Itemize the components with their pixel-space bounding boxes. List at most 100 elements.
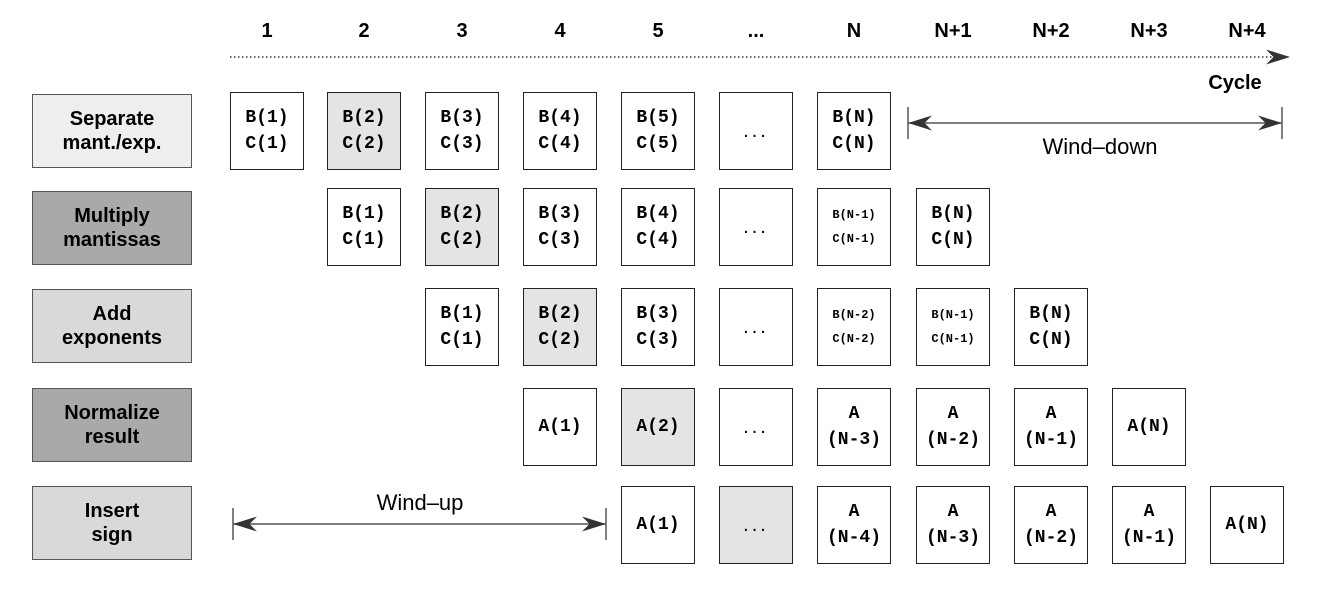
cell-text: C(4) (538, 134, 582, 154)
cell-text: A (848, 502, 860, 522)
cell-text: B(4) (636, 204, 680, 224)
cell-text: B(3) (538, 204, 582, 224)
pipeline-cell: B(1) C(1) (230, 92, 304, 170)
cell-text: C(N) (1029, 330, 1073, 350)
cell-text: A (947, 404, 959, 424)
cell-text: A(1) (636, 515, 680, 535)
cell-text: A(N) (1225, 515, 1269, 535)
pipeline-cell: B(3) C(3) (425, 92, 499, 170)
wind-down-label: Wind–down (1042, 134, 1158, 159)
cell-text: ... (743, 316, 769, 338)
pipeline-cell: B(N)C(N) (916, 188, 990, 266)
wind-up-label: Wind–up (376, 490, 464, 515)
cell-text: A(N) (1127, 417, 1171, 437)
pipeline-cell: B(5)C(5) (621, 92, 695, 170)
cell-text: C(1) (245, 134, 289, 154)
pipeline-cell: B(1)C(1) (327, 188, 401, 266)
stage-label-text: result (84, 426, 140, 448)
cycle-number: 4 (554, 20, 566, 42)
cell-text: (N-2) (925, 430, 980, 450)
cycle-number: ... (747, 20, 765, 42)
pipeline-cell: B(2) C(2) (327, 92, 401, 170)
cell-text: (N-3) (925, 528, 980, 548)
cell-text: C(2) (538, 330, 582, 350)
pipeline-cell: B(N)C(N) (1014, 288, 1088, 366)
cell-text: A (947, 502, 959, 522)
cell-text: B(1) (440, 304, 484, 324)
pipeline-cell: B(N)C(N) (817, 92, 891, 170)
pipeline-cell: A (N-1) (1112, 486, 1186, 564)
cell-text: B(N-1) (931, 308, 975, 322)
stage-label-text: Add (92, 303, 132, 325)
pipeline-cell: ... (719, 388, 793, 466)
cycle-axis-label: Cycle (1208, 72, 1262, 94)
pipeline-cell: B(4)C(4) (523, 92, 597, 170)
pipeline-cell: B(2) C(2) (425, 188, 499, 266)
cell-text: ... (743, 416, 769, 438)
pipeline-cell: B(N-1) C(N-1) (916, 288, 990, 366)
pipeline-cell: B(1) C(1) (425, 288, 499, 366)
cycle-number: 3 (456, 20, 468, 42)
cell-text: A (848, 404, 860, 424)
pipeline-cell: A(N) (1210, 486, 1284, 564)
cell-text: C(N-1) (931, 332, 975, 346)
cell-text: B(1) (245, 108, 289, 128)
cell-text: (N-1) (1023, 430, 1078, 450)
pipeline-cell: B(N-2)C(N-2) (817, 288, 891, 366)
cell-text: A (1045, 502, 1057, 522)
cell-text: (N-2) (1023, 528, 1078, 548)
cell-text: C(5) (636, 134, 680, 154)
cell-text: B(N) (832, 108, 876, 128)
cell-text: C(3) (636, 330, 680, 350)
stage-label-text: sign (91, 524, 133, 546)
cell-text: (N-4) (826, 528, 881, 548)
stage-label-text: Insert (84, 500, 140, 522)
cell-text: C(N) (931, 230, 975, 250)
cycle-number: 5 (652, 20, 664, 42)
pipeline-cell: A (N-3) (817, 388, 891, 466)
cycle-number: N+3 (1130, 20, 1168, 42)
cycle-number: N (846, 20, 862, 42)
cell-text: B(2) (440, 204, 484, 224)
pipeline-cell: A(N-1) (1014, 388, 1088, 466)
cell-text: A (1143, 502, 1155, 522)
cycle-number: N+1 (934, 20, 972, 42)
cell-text: A(2) (636, 417, 680, 437)
cell-text: C(N-2) (832, 332, 876, 346)
cell-text: B(1) (342, 204, 386, 224)
cell-text: C(2) (342, 134, 386, 154)
cell-text: B(2) (342, 108, 386, 128)
cell-text: C(2) (440, 230, 484, 250)
stage-label-text: Multiply (74, 205, 150, 227)
pipeline-cell: B(2)C(2) (523, 288, 597, 366)
cell-text: ... (743, 514, 769, 536)
pipeline-cell: A(2) (621, 388, 695, 466)
cell-text: (N-1) (1121, 528, 1176, 548)
cell-text: C(1) (440, 330, 484, 350)
pipeline-cell: B(3) C(3) (523, 188, 597, 266)
cell-text: C(3) (440, 134, 484, 154)
pipeline-cell: A(N) (1112, 388, 1186, 466)
pipeline-cell: A (N-2) (1014, 486, 1088, 564)
cycle-number: 2 (358, 20, 370, 42)
pipeline-cell: B(4)C(4) (621, 188, 695, 266)
cell-text: A(1) (538, 417, 582, 437)
cell-text: B(3) (440, 108, 484, 128)
cycle-number: N+2 (1032, 20, 1070, 42)
stage-label-text: exponents (61, 327, 163, 349)
cell-text: (N-3) (826, 430, 881, 450)
cell-text: B(N-1) (832, 208, 876, 222)
pipeline-cell: ... (719, 288, 793, 366)
pipeline-cell: ... (719, 92, 793, 170)
cell-text: C(3) (538, 230, 582, 250)
cell-text: B(3) (636, 304, 680, 324)
pipeline-cell: A (N-3) (916, 486, 990, 564)
pipeline-cell: A (N-4) (817, 486, 891, 564)
